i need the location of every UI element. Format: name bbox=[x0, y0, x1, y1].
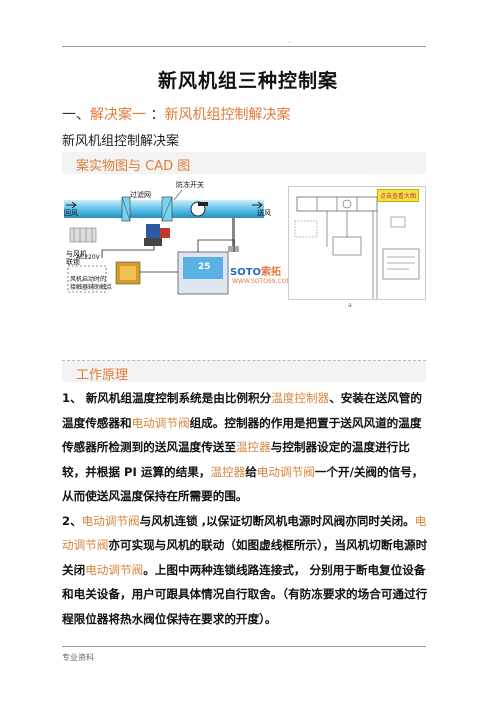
paragraph-text: 亦可实现与风机的联动（如图虚线框所示），当风机切断电源时关闭 bbox=[62, 538, 428, 577]
label-supply-air: 送风 bbox=[257, 209, 271, 217]
cad-drawing[interactable]: 点击查看大图 bbox=[288, 186, 426, 300]
label-return-air: 回风 bbox=[64, 209, 78, 217]
figure-bar: 案实物图与 CAD 图 bbox=[62, 152, 426, 174]
label-fan-start: 风机启动时的 bbox=[70, 276, 107, 283]
paragraph-1: 1、 新风机组温度控制系统是由比例积分温度控制器、安装在送风管的温度传感器和电动… bbox=[62, 386, 432, 509]
header-rule bbox=[62, 46, 426, 47]
term-link[interactable]: 电动调节阀 bbox=[85, 562, 144, 577]
label-fan-link: 与风机联锁 bbox=[66, 250, 87, 266]
term-link[interactable]: 温度控制器 bbox=[271, 391, 330, 405]
label-contactor: 接触器辅助触点 bbox=[70, 284, 113, 291]
term-link[interactable]: 电动调节阀 bbox=[62, 513, 427, 553]
paragraph-text: 给 bbox=[245, 464, 257, 479]
paragraph-text: 1、 新风机组温度控制系统是由比例积分 bbox=[62, 391, 272, 405]
footer-rule bbox=[62, 646, 426, 647]
label-filter: 过滤网 bbox=[130, 191, 151, 199]
paragraph-text: 。上图中两种连锁线路连接式， 分别用于断电复位设备和电关设备，用户可跟具体情况自… bbox=[62, 562, 428, 626]
term-link[interactable]: 电动调节阀 bbox=[81, 513, 140, 528]
section-rest[interactable]: 新风机组控制解决案 bbox=[164, 107, 291, 123]
section-separator: ： bbox=[146, 107, 165, 123]
principle-bar: 工作原理 bbox=[62, 360, 426, 383]
thermostat-temp: 25 bbox=[198, 262, 211, 272]
paragraph-2: 2、电动调节阀与风机连锁 ,以保证切断风机电源时风阀亦同时关闭。电动调节阀亦可实… bbox=[62, 509, 432, 632]
hvac-illustration bbox=[64, 189, 264, 295]
figure-area: 过滤网 防冻开关 回风 送风 与风机联锁 AC220V 风机启动时的 接触器辅助… bbox=[62, 180, 426, 360]
figure-note: a bbox=[348, 302, 352, 309]
brand-en: SOTO bbox=[230, 267, 262, 278]
term-link[interactable]: 温控器 bbox=[210, 464, 246, 479]
paragraph-text: 2、 bbox=[62, 513, 82, 528]
cad-lines bbox=[294, 196, 420, 299]
paragraph-text: 组成。控制器的作用是把置于送风风道的温度传感器所检测到的送风温度传送至 bbox=[62, 415, 422, 455]
hvac-photo-diagram: 过滤网 防冻开关 回风 送风 与风机联锁 AC220V 风机启动时的 接触器辅助… bbox=[62, 180, 292, 300]
section-heading: 一、解决案一 ：新风机组控制解决案 bbox=[62, 104, 290, 124]
brand-url: WWW.SOTO99.COM bbox=[232, 278, 292, 285]
brand-cn: 索拓 bbox=[261, 267, 282, 278]
paragraph-text: 与控制器设定的温度进行比较，并根据 PI 运算的结果， bbox=[62, 440, 410, 479]
label-antifreeze: 防冻开关 bbox=[176, 181, 204, 189]
section-accent[interactable]: 解决案一 bbox=[90, 107, 146, 123]
body-text: 1、 新风机组温度控制系统是由比例积分温度控制器、安装在送风管的温度传感器和电动… bbox=[62, 386, 432, 631]
paragraph-text: 与风机连锁 ,以保证切断风机电源时风阀亦同时关闭。 bbox=[139, 513, 415, 528]
subheading: 新风机组控制解决案 bbox=[62, 134, 180, 149]
term-link[interactable]: 电动调节阀 bbox=[256, 464, 315, 479]
footer-text: 专业资料 bbox=[62, 653, 94, 662]
page-title: 新风机组三种控制案 bbox=[157, 70, 338, 92]
term-link[interactable]: 温控器 bbox=[235, 440, 271, 454]
term-link[interactable]: 电动调节阀 bbox=[131, 415, 190, 430]
brand-logo: SOTO索拓 bbox=[230, 263, 281, 278]
paragraph-text: 、安装在送风管的温度传感器和 bbox=[62, 391, 422, 430]
label-ac220: AC220V bbox=[76, 254, 100, 261]
paragraph-text: 一个开/关阀的信号，从而使送风温度保持在所需要的围。 bbox=[62, 464, 424, 504]
zoom-button[interactable]: 点击查看大图 bbox=[377, 189, 420, 202]
section-prefix: 一、 bbox=[62, 107, 90, 123]
header-dot: . bbox=[288, 36, 291, 45]
